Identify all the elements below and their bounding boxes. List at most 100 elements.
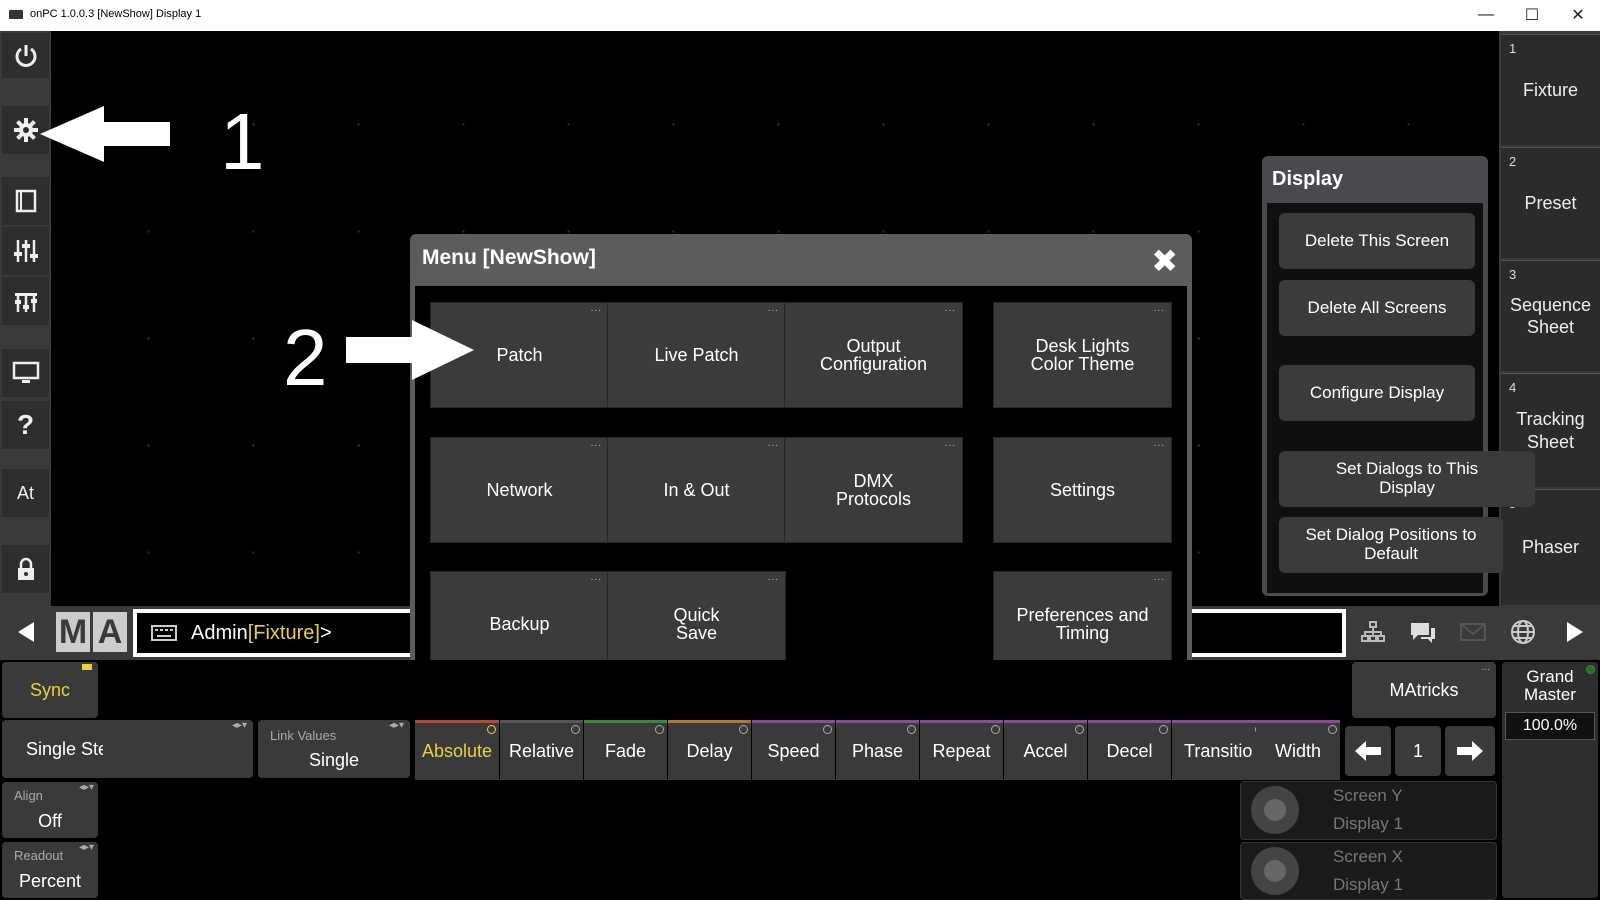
view-fixture-button[interactable]: 1 Fixture bbox=[1501, 34, 1600, 145]
tab-phase[interactable]: Phase bbox=[836, 720, 919, 780]
delete-all-screens-button[interactable]: Delete All Screens bbox=[1279, 280, 1475, 336]
display-panel-title: Display bbox=[1272, 168, 1344, 190]
scroll-left-button[interactable] bbox=[8, 612, 44, 652]
faders-button[interactable] bbox=[2, 227, 49, 275]
matricks-label: MAtricks bbox=[1389, 679, 1459, 700]
executors-button[interactable] bbox=[2, 277, 49, 325]
arrow-right-icon bbox=[1457, 741, 1483, 761]
grand-master-label: Grand Master bbox=[1524, 667, 1576, 704]
minimize-icon[interactable]: — bbox=[1478, 6, 1494, 23]
settings-button[interactable]: ...Settings bbox=[993, 437, 1172, 543]
executor-icon bbox=[14, 293, 37, 312]
tab-width[interactable]: Width bbox=[1256, 720, 1340, 780]
display-panel-body: Delete This Screen Delete All Screens Co… bbox=[1267, 203, 1535, 593]
readout-label: Readout bbox=[14, 848, 64, 863]
app-logo-icon bbox=[9, 10, 23, 19]
desk-lights-color-theme-button[interactable]: ...Desk Lights Color Theme bbox=[993, 302, 1172, 408]
scroll-right-button[interactable] bbox=[1552, 612, 1598, 652]
web-button[interactable] bbox=[1500, 612, 1546, 652]
envelope-icon bbox=[1460, 623, 1486, 641]
dmx-protocols-button[interactable]: ...DMX Protocols bbox=[784, 437, 963, 543]
keyboard-icon[interactable] bbox=[151, 624, 177, 642]
tab-absolute[interactable]: Absolute bbox=[415, 720, 499, 780]
align-button[interactable]: Align ◂▸▾ Off bbox=[2, 782, 98, 838]
tab-label: Transitio bbox=[1184, 741, 1253, 761]
tab-relative[interactable]: Relative bbox=[500, 720, 583, 780]
page-prev-button[interactable] bbox=[1345, 726, 1391, 776]
messages-button[interactable] bbox=[1400, 612, 1446, 652]
power-button[interactable] bbox=[2, 33, 49, 78]
arrows-icon: ◂▸▾ bbox=[388, 720, 404, 731]
preferences-and-timing-button[interactable]: ...Preferences and Timing bbox=[993, 571, 1172, 677]
views-button[interactable] bbox=[2, 177, 49, 225]
tab-label: Decel bbox=[1106, 741, 1153, 761]
in-out-button[interactable]: ...In & Out bbox=[607, 437, 786, 543]
readout-button[interactable]: Readout ◂▸▾ Percent bbox=[2, 842, 98, 898]
menu-dialog: Menu [NewShow] ✖ ...Patch ...Live Patch … bbox=[410, 234, 1192, 695]
delete-this-screen-button[interactable]: Delete This Screen bbox=[1279, 213, 1475, 269]
view-label: Tracking Sheet bbox=[1516, 409, 1585, 452]
close-window-icon[interactable]: ✕ bbox=[1571, 7, 1585, 24]
encoder-knob[interactable] bbox=[1251, 786, 1299, 834]
arrows-icon: ◂▸▾ bbox=[78, 782, 94, 793]
lock-button[interactable] bbox=[2, 545, 49, 593]
tab-label: Phase bbox=[851, 741, 904, 761]
command-user: Admin bbox=[191, 622, 248, 644]
configure-display-button[interactable]: Configure Display bbox=[1279, 365, 1475, 421]
sync-button[interactable]: Sync bbox=[2, 662, 98, 718]
view-sequence-sheet-button[interactable]: 3 Sequence Sheet bbox=[1501, 260, 1600, 371]
network-view-button[interactable] bbox=[1350, 612, 1396, 652]
empty-encoder-slot[interactable]: ◂▸▾ bbox=[103, 720, 253, 778]
output-configuration-label: Output Configuration bbox=[819, 335, 928, 374]
readout-value: Percent bbox=[18, 871, 82, 891]
encoder-screen-x[interactable]: Screen X Display 1 bbox=[1240, 842, 1497, 900]
at-button[interactable]: At bbox=[2, 469, 49, 517]
tab-indicator bbox=[1159, 725, 1168, 734]
page-number: 1 bbox=[1395, 726, 1441, 776]
ma-logo: M A bbox=[56, 612, 128, 652]
live-patch-button[interactable]: ...Live Patch bbox=[607, 302, 786, 408]
set-dialog-positions-default-button[interactable]: Set Dialog Positions to Default bbox=[1279, 517, 1503, 573]
network-button[interactable]: ...Network bbox=[430, 437, 609, 543]
mail-button[interactable] bbox=[1450, 612, 1496, 652]
chat-icon bbox=[1411, 623, 1435, 643]
view-label: Sequence Sheet bbox=[1509, 294, 1592, 338]
lock-icon bbox=[17, 557, 34, 580]
grand-master-fader[interactable]: Grand Master 100.0% bbox=[1502, 662, 1598, 898]
encoder-knob[interactable] bbox=[1251, 847, 1299, 895]
tab-delay[interactable]: Delay bbox=[668, 720, 751, 780]
encoder-label: Screen Y bbox=[1333, 786, 1403, 805]
setup-button[interactable] bbox=[2, 106, 49, 154]
page-next-button[interactable] bbox=[1445, 726, 1495, 776]
quick-save-button[interactable]: ...Quick Save bbox=[607, 571, 786, 677]
menu-close-icon[interactable]: ✖ bbox=[1151, 243, 1178, 279]
output-configuration-button[interactable]: ...Output Configuration bbox=[784, 302, 963, 408]
tab-transition[interactable]: Transitio bbox=[1172, 720, 1267, 780]
annotation-number-1: 1 bbox=[220, 97, 265, 186]
single-step-label: Single Step bbox=[25, 738, 119, 759]
tab-speed[interactable]: Speed bbox=[752, 720, 835, 780]
patch-label: Patch bbox=[496, 344, 543, 365]
tab-indicator bbox=[1328, 725, 1337, 734]
help-button[interactable]: ? bbox=[2, 401, 49, 449]
arrows-icon: ◂▸▾ bbox=[231, 720, 247, 731]
set-dialogs-to-this-display-button[interactable]: Set Dialogs to This Display bbox=[1279, 451, 1535, 507]
view-preset-button[interactable]: 2 Preset bbox=[1501, 147, 1600, 258]
window-title-bar: onPC 1.0.0.3 [NewShow] Display 1 — ☐ ✕ bbox=[0, 0, 1600, 31]
encoder-screen-y[interactable]: Screen Y Display 1 bbox=[1240, 781, 1497, 840]
tab-indicator bbox=[991, 725, 1000, 734]
view-phaser-button[interactable]: 5 Phaser bbox=[1501, 489, 1600, 605]
backup-button[interactable]: ...Backup bbox=[430, 571, 609, 677]
tab-accel[interactable]: Accel bbox=[1004, 720, 1087, 780]
sliders-icon bbox=[13, 240, 38, 262]
link-values-button[interactable]: Link Values ◂▸▾ Single bbox=[258, 720, 410, 778]
maximize-icon[interactable]: ☐ bbox=[1524, 7, 1540, 24]
link-values-value: Single bbox=[308, 750, 360, 770]
display-button[interactable] bbox=[2, 349, 49, 397]
tab-repeat[interactable]: Repeat bbox=[920, 720, 1003, 780]
tab-fade[interactable]: Fade bbox=[584, 720, 667, 780]
more-dots-icon: ... bbox=[590, 303, 602, 314]
tab-decel[interactable]: Decel bbox=[1088, 720, 1171, 780]
tab-label: Relative bbox=[508, 741, 575, 761]
matricks-button[interactable]: MAtricks ... bbox=[1352, 662, 1496, 718]
